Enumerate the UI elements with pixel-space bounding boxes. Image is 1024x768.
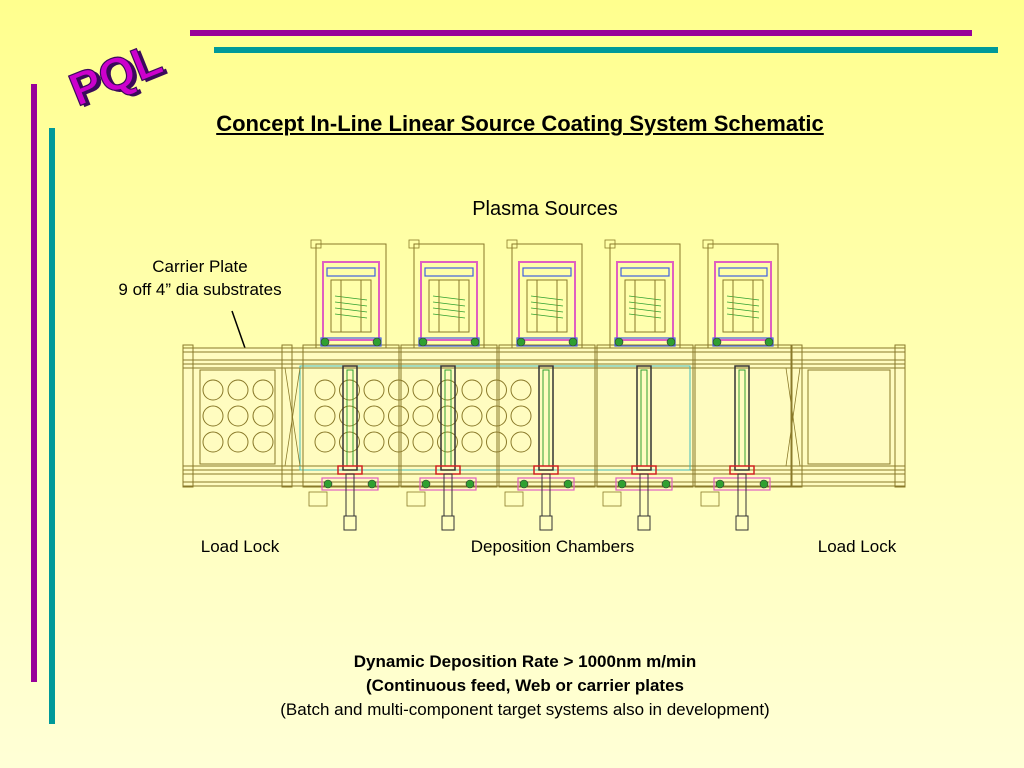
drive-assembly-3: [504, 465, 575, 531]
substrate-circle: [314, 405, 336, 427]
load-lock-left-chamber: [182, 344, 293, 488]
substrate-circle: [314, 379, 336, 401]
load-lock-right-label: Load Lock: [817, 537, 897, 556]
drive-assembly-4: [602, 465, 673, 531]
deposition-chamber-2: [400, 239, 498, 531]
substrate-circle: [339, 405, 360, 427]
substrate-circle: [202, 405, 224, 427]
substrate-circle: [510, 431, 532, 453]
substrate-circle: [227, 379, 249, 401]
top-accent-bar-purple: [190, 30, 972, 36]
load-lock-right-chamber: [791, 344, 906, 488]
carrier-plate-line1: Carrier Plate: [152, 257, 248, 276]
carrier-plate-label: Carrier Plate 9 off 4” dia substrates: [90, 255, 310, 301]
chamber-wall: [302, 344, 400, 488]
substrate-circle: [252, 405, 274, 427]
substrate-circle: [202, 431, 224, 453]
deposition-chamber-4: [596, 239, 694, 531]
footer-line2: (Continuous feed, Web or carrier plates: [365, 676, 685, 695]
carrier-plate-line2: 9 off 4” dia substrates: [118, 280, 282, 299]
substrate-circle: [227, 405, 249, 427]
chamber-wall: [400, 344, 498, 488]
deposition-chamber-3: [498, 239, 596, 531]
substrate-circle: [363, 431, 385, 453]
substrate-circle: [510, 405, 532, 427]
deposition-chambers-group: [302, 239, 792, 531]
substrate-circle: [252, 379, 274, 401]
substrate-circle: [461, 431, 483, 453]
drive-assembly-1: [308, 465, 379, 531]
substrate-circle: [437, 405, 458, 427]
plasma-source-4: [604, 239, 681, 349]
plasma-source-1: [310, 239, 387, 349]
substrate-circle: [461, 379, 483, 401]
substrate-circle: [363, 379, 385, 401]
substrate-circle: [202, 379, 224, 401]
chamber-divider-marks: [284, 367, 801, 467]
footer-line3: (Batch and multi-component target system…: [280, 700, 770, 719]
left-accent-bar-teal: [49, 128, 55, 724]
substrate-circle: [437, 379, 458, 401]
substrate-circle: [412, 431, 434, 453]
substrate-circle: [437, 431, 458, 453]
substrate-circle: [339, 379, 360, 401]
substrate-circle: [412, 379, 434, 401]
substrate-circle: [461, 405, 483, 427]
drive-assembly-2: [406, 465, 477, 531]
load-lock-left-label: Load Lock: [200, 537, 280, 556]
chamber-wall: [694, 344, 792, 488]
footer-notes: Dynamic Deposition Rate > 1000nm m/min (…: [200, 650, 850, 722]
substrate-circle: [339, 431, 360, 453]
deposition-chamber-1: [302, 239, 400, 531]
substrate-circle: [252, 431, 274, 453]
plasma-source-3: [506, 239, 583, 349]
chamber-wall: [498, 344, 596, 488]
plasma-sources-label: Plasma Sources: [472, 198, 618, 220]
substrate-circle: [314, 431, 336, 453]
pql-logo: PQL PQL: [61, 32, 173, 118]
deposition-chamber-5: [694, 239, 792, 531]
substrate-circle: [412, 405, 434, 427]
page-title: Concept In-Line Linear Source Coating Sy…: [216, 111, 824, 136]
footer-line1: Dynamic Deposition Rate > 1000nm m/min: [353, 652, 697, 671]
carrier-region: [299, 365, 691, 471]
substrate-circle: [227, 431, 249, 453]
top-accent-bar-teal: [214, 47, 998, 53]
plasma-source-2: [408, 239, 485, 349]
drive-assembly-5: [700, 465, 771, 531]
left-accent-bar-purple: [31, 84, 37, 682]
chamber-wall: [596, 344, 694, 488]
deposition-chambers-label: Deposition Chambers: [470, 537, 635, 556]
plasma-source-5: [702, 239, 779, 349]
substrate-circle: [510, 379, 532, 401]
load-lock-substrates: [202, 379, 274, 453]
substrate-circle: [363, 405, 385, 427]
